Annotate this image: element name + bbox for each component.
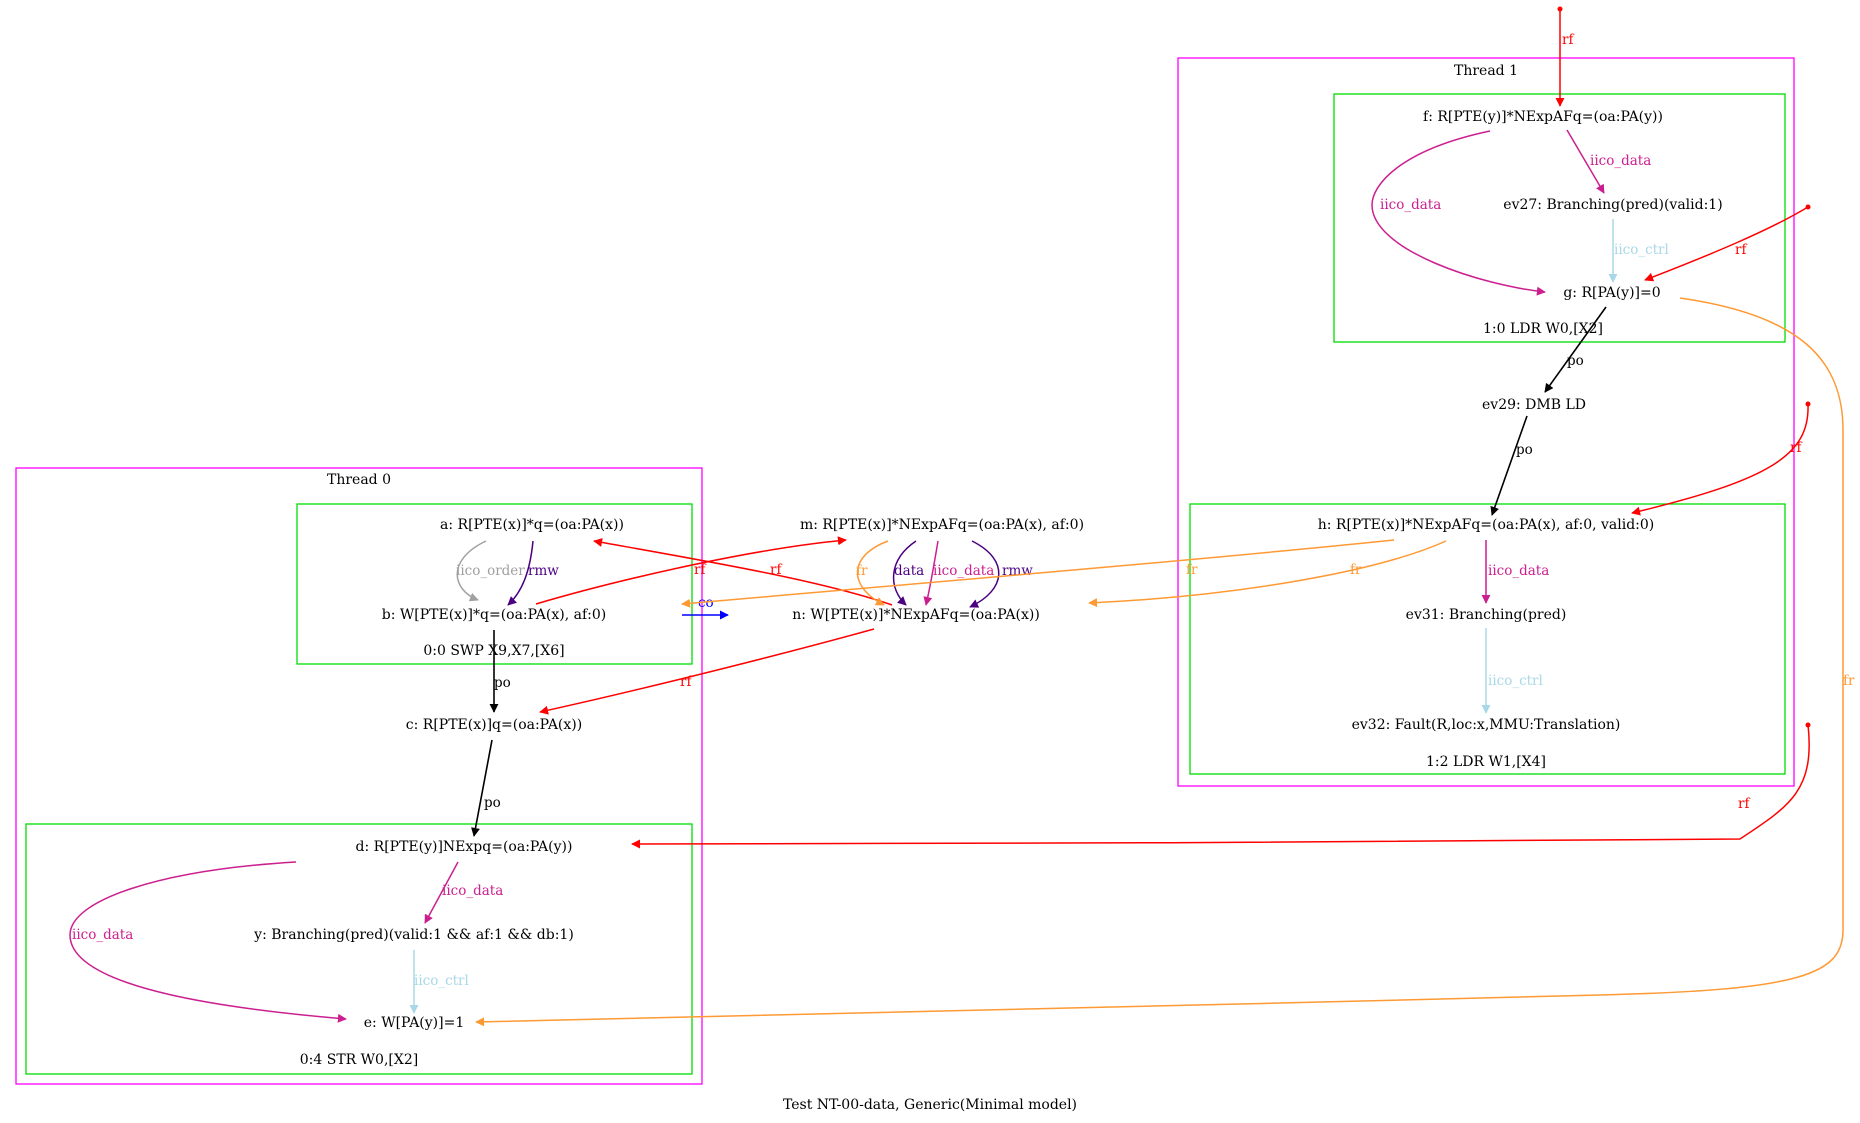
instr-ldr0-label: 1:0 LDR W0,[X2] — [1483, 321, 1603, 337]
edge-label-iico-ctrl: iico_ctrl — [414, 973, 469, 989]
edge-m-n-data: data — [892, 540, 924, 606]
node-b: b: W[PTE(x)]*q=(oa:PA(x), af:0) — [382, 607, 606, 623]
edge-label-iico-data: iico_data — [442, 883, 503, 899]
edge-label-iico-data: iico_data — [1380, 197, 1441, 213]
edge-a-b-rmw: rmw — [507, 540, 559, 606]
instr-ldr1-box: 1:2 LDR W1,[X4] — [1189, 503, 1786, 775]
node-n: n: W[PTE(x)]*NExpAFq=(oa:PA(x)) — [792, 607, 1040, 623]
edge-label-rf: rf — [1738, 796, 1750, 812]
edge-label-po: po — [1567, 353, 1584, 369]
edge-y-e-iico-ctrl: iico_ctrl — [409, 950, 469, 1014]
edge-label-iico-data: iico_data — [933, 563, 994, 579]
edge-n-a-rf: rf — [593, 537, 893, 606]
edge-label-rmw: rmw — [1002, 563, 1033, 579]
thread-0-title: Thread 0 — [327, 472, 391, 488]
edge-m-n-fr: fr — [856, 540, 889, 606]
edge-label-po: po — [1516, 442, 1533, 458]
edge-label-po: po — [494, 675, 511, 691]
edge-label-iico-order: iico_order — [456, 563, 525, 579]
edge-label-rmw: rmw — [528, 563, 559, 579]
edge-c-d-po: po — [471, 739, 501, 837]
edge-b-m-rf: rf — [535, 536, 847, 605]
edge-label-iico-ctrl: iico_ctrl — [1614, 242, 1669, 258]
node-ev32: ev32: Fault(R,loc:x,MMU:Translation) — [1352, 717, 1621, 733]
edge-label-fr: fr — [1350, 562, 1362, 578]
edge-label-iico-ctrl: iico_ctrl — [1488, 673, 1543, 689]
edge-label-fr: fr — [1186, 562, 1198, 578]
instr-ldr1-label: 1:2 LDR W1,[X4] — [1426, 754, 1546, 770]
edge-label-rf: rf — [680, 674, 692, 690]
edge-label-rf: rf — [1562, 32, 1574, 48]
edge-n-c-rf: rf — [539, 628, 875, 715]
node-ev29: ev29: DMB LD — [1482, 397, 1586, 413]
edge-g-e-fr: fr — [475, 297, 1855, 1027]
node-m: m: R[PTE(x)]*NExpAFq=(oa:PA(x), af:0) — [800, 517, 1084, 533]
edge-label-fr: fr — [1843, 673, 1855, 689]
node-c: c: R[PTE(x)]q=(oa:PA(x)) — [406, 717, 582, 733]
edge-label-rf: rf — [1790, 440, 1802, 456]
instr-str-box: 0:4 STR W0,[X2] — [25, 823, 693, 1075]
edge-h-b-fr: fr — [681, 539, 1395, 608]
edge-label-fr: fr — [856, 563, 868, 579]
edge-f-ev27-iico-data: iico_data — [1566, 129, 1651, 194]
node-e: e: W[PA(y)]=1 — [364, 1015, 464, 1031]
edge-label-po: po — [484, 795, 501, 811]
edge-b-c-po: po — [489, 630, 511, 713]
edge-h-ev31-iico-data: iico_data — [1481, 540, 1549, 604]
edge-init-g-rf: rf — [1644, 204, 1811, 282]
edge-label-iico-data: iico_data — [72, 927, 133, 943]
node-f: f: R[PTE(y)]*NExpAFq=(oa:PA(y)) — [1423, 109, 1663, 125]
edge-label-data: data — [894, 563, 924, 579]
edge-init-h-rf: rf — [1631, 401, 1811, 516]
edge-label-rf: rf — [770, 562, 782, 578]
edge-d-y-iico-data: iico_data — [424, 861, 503, 924]
thread-1-cluster: Thread 1 — [1177, 57, 1795, 787]
edge-label-rf: rf — [694, 562, 706, 578]
edge-m-n-iico-data: iico_data — [923, 540, 994, 606]
node-h: h: R[PTE(x)]*NExpAFq=(oa:PA(x), af:0, va… — [1318, 517, 1655, 533]
edge-label-co: co — [698, 595, 714, 611]
instr-str-label: 0:4 STR W0,[X2] — [300, 1052, 418, 1068]
edge-b-n-co: co — [682, 595, 729, 620]
edge-label-iico-data: iico_data — [1590, 153, 1651, 169]
thread-1-title: Thread 1 — [1454, 63, 1518, 79]
thread-0-cluster: Thread 0 — [15, 467, 703, 1085]
node-y: y: Branching(pred)(valid:1 && af:1 && db… — [253, 927, 574, 943]
edge-a-b-iico-order: iico_order — [456, 540, 525, 602]
edge-label-rf: rf — [1735, 242, 1747, 258]
edge-g-ev29-po: po — [1544, 306, 1607, 393]
node-a: a: R[PTE(x)]*q=(oa:PA(x)) — [440, 517, 624, 533]
edge-d-e-iico-data: iico_data — [69, 861, 347, 1023]
node-ev27: ev27: Branching(pred)(valid:1) — [1503, 197, 1722, 213]
edge-ev27-g-iico-ctrl: iico_ctrl — [1608, 219, 1669, 283]
edge-label-iico-data: iico_data — [1488, 563, 1549, 579]
diagram-caption: Test NT-00-data, Generic(Minimal model) — [783, 1097, 1077, 1113]
edge-h-n-fr: fr — [1088, 540, 1447, 608]
edge-ev29-h-po: po — [1490, 415, 1533, 516]
node-ev31: ev31: Branching(pred) — [1406, 607, 1567, 623]
edge-f-g-iico-data: iico_data — [1371, 130, 1546, 296]
edge-init-f-rf: rf — [1555, 6, 1574, 107]
edge-ev31-ev32-iico-ctrl: iico_ctrl — [1481, 628, 1543, 714]
edge-init-d-rf: rf — [631, 722, 1811, 849]
node-d: d: R[PTE(y)]NExpq=(oa:PA(y)) — [356, 839, 573, 855]
node-g: g: R[PA(y)]=0 — [1563, 285, 1660, 301]
